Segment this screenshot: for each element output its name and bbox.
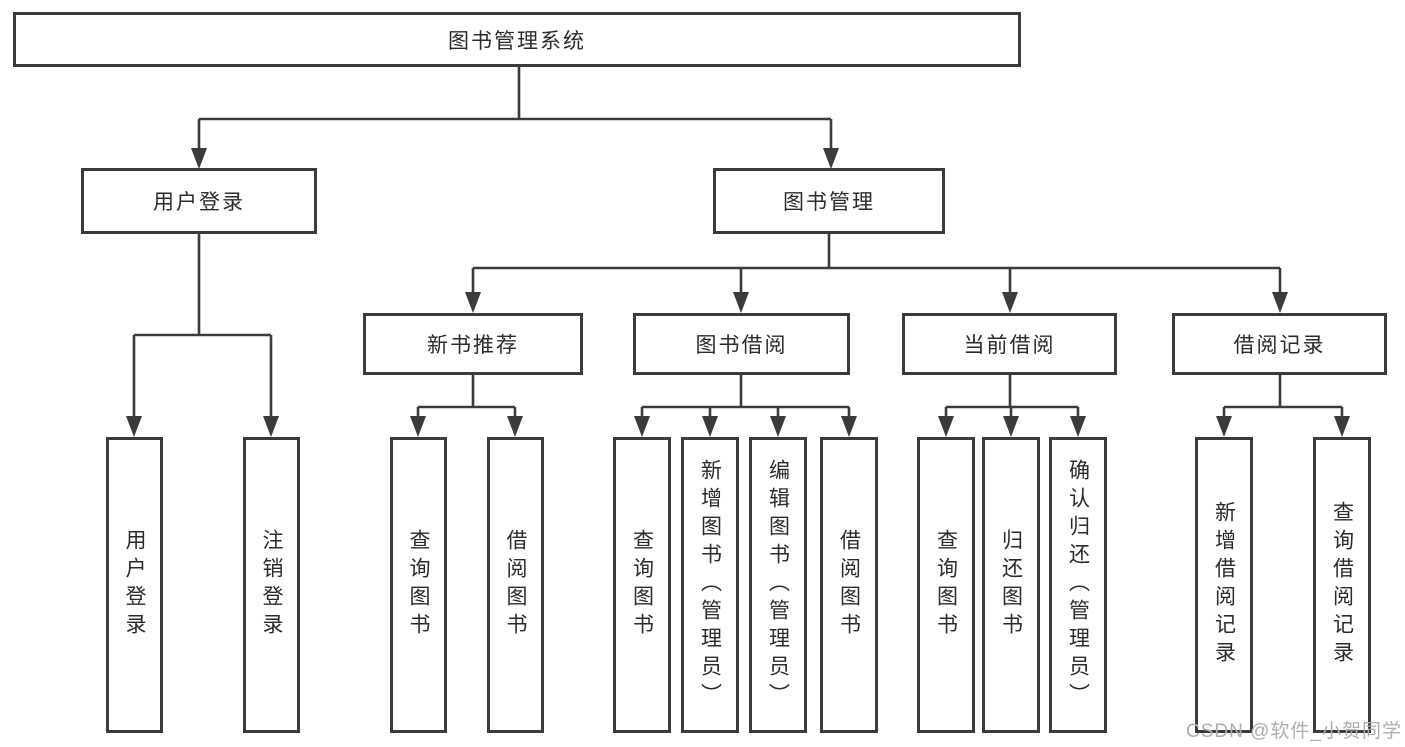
node-library-management-system: 图书管理系统	[13, 12, 1021, 67]
arrow-down-icon	[263, 416, 279, 437]
node-label: 新书推荐	[427, 334, 519, 357]
arrow-down-icon	[1216, 416, 1232, 437]
arrow-down-icon	[1272, 292, 1288, 313]
node-label: 用户登录	[123, 529, 146, 641]
node-label: 查询借阅记录	[1330, 501, 1354, 669]
arrow-down-icon	[770, 416, 786, 437]
node-label: 借阅图书	[504, 529, 527, 641]
leaf-borrow-books-borrowing: 借阅图书	[820, 437, 878, 733]
leaf-return-books: 归还图书	[982, 437, 1040, 733]
arrow-down-icon	[841, 416, 857, 437]
leaf-query-books-recommend: 查询图书	[390, 437, 447, 733]
arrow-down-icon	[465, 292, 481, 313]
arrow-down-icon	[126, 416, 142, 437]
node-label: 注销登录	[260, 529, 283, 641]
arrow-down-icon	[823, 148, 839, 169]
node-label: 图书管理	[783, 191, 875, 214]
leaf-borrow-books-recommend: 借阅图书	[487, 437, 544, 733]
node-book-management: 图书管理	[713, 168, 945, 234]
arrow-down-icon	[191, 148, 207, 169]
leaf-edit-book-admin: 编辑图书（管理员）	[749, 437, 807, 733]
leaf-query-books-borrowing: 查询图书	[613, 437, 671, 733]
arrow-down-icon	[938, 416, 954, 437]
arrow-down-icon	[410, 416, 426, 437]
leaf-confirm-return-admin: 确认归还（管理员）	[1049, 437, 1107, 733]
node-label: 图书借阅	[695, 334, 788, 357]
leaf-add-book-admin: 新增图书（管理员）	[681, 437, 739, 733]
node-label: 新增图书（管理员）	[698, 459, 722, 711]
leaf-user-login: 用户登录	[106, 437, 163, 733]
node-label: 查询图书	[934, 529, 958, 641]
arrow-down-icon	[1334, 416, 1350, 437]
arrow-down-icon	[1003, 416, 1019, 437]
node-label: 查询图书	[630, 529, 654, 641]
node-user-login: 用户登录	[81, 168, 317, 234]
arrow-down-icon	[1002, 292, 1018, 313]
node-current-borrowing: 当前借阅	[902, 313, 1117, 375]
node-label: 图书管理系统	[448, 29, 586, 53]
leaf-query-borrow-record: 查询借阅记录	[1313, 437, 1371, 733]
node-book-borrowing: 图书借阅	[633, 313, 850, 375]
node-label: 查询图书	[407, 529, 430, 641]
node-new-book-recommendation: 新书推荐	[363, 313, 583, 375]
arrow-down-icon	[733, 292, 749, 313]
arrow-down-icon	[507, 416, 523, 437]
arrow-down-icon	[1070, 416, 1086, 437]
node-label: 归还图书	[999, 529, 1023, 641]
arrow-down-icon	[702, 416, 718, 437]
leaf-query-books-current: 查询图书	[917, 437, 975, 733]
node-label: 确认归还（管理员）	[1066, 459, 1090, 711]
node-label: 用户登录	[153, 191, 245, 214]
node-label: 借阅图书	[837, 529, 861, 641]
csdn-watermark: CSDN @软件_小贺同学	[1186, 721, 1402, 742]
node-label: 当前借阅	[963, 334, 1056, 357]
node-label: 编辑图书（管理员）	[766, 459, 790, 711]
leaf-logout: 注销登录	[243, 437, 300, 733]
arrow-down-icon	[634, 416, 650, 437]
leaf-add-borrow-record: 新增借阅记录	[1195, 437, 1253, 733]
node-label: 新增借阅记录	[1212, 501, 1236, 669]
node-label: 借阅记录	[1233, 334, 1326, 357]
node-borrowing-records: 借阅记录	[1172, 313, 1387, 375]
